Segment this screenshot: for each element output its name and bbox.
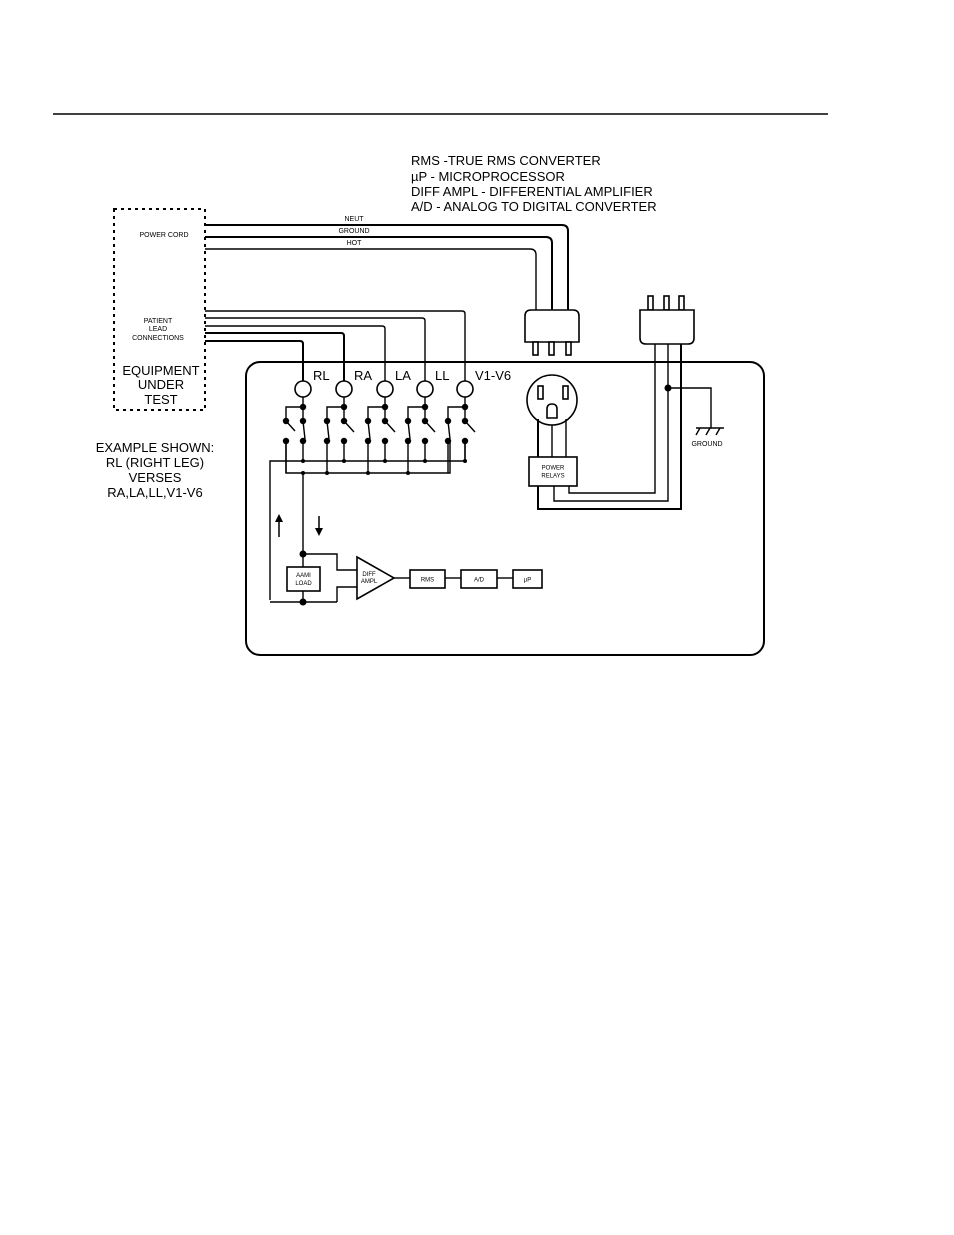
diff-ampl-label-2: AMPL bbox=[361, 579, 378, 585]
patient-lead-label-3: CONNECTIONS bbox=[132, 335, 184, 342]
ad-label: A/D bbox=[474, 578, 485, 584]
lead-wire-v1-v6 bbox=[205, 310, 466, 382]
arrow-up-icon bbox=[275, 514, 283, 522]
bus-upper bbox=[269, 441, 466, 600]
switch-pair-ra bbox=[323, 397, 355, 475]
bus-lower bbox=[285, 441, 451, 474]
jack-ra-icon bbox=[335, 380, 353, 398]
jack-label-la: LA bbox=[395, 368, 411, 383]
abbreviation-legend: RMS -TRUE RMS CONVERTER µP - MICROPROCES… bbox=[411, 153, 657, 214]
example-note-1: EXAMPLE SHOWN: bbox=[96, 440, 214, 455]
example-note-3: VERSES bbox=[129, 470, 182, 485]
rms-block bbox=[409, 569, 446, 589]
measurement-chain: AAMI LOAD DIFF AMPL RMS A/D µP bbox=[270, 550, 543, 606]
example-note-2: RL (RIGHT LEG) bbox=[106, 455, 204, 470]
hot-label: HOT bbox=[347, 240, 363, 247]
power-relays-label-1: POWER bbox=[542, 466, 565, 472]
patient-lead-label-2: LEAD bbox=[149, 326, 167, 333]
jack-ll-icon bbox=[416, 380, 434, 398]
diff-ampl-label-1: DIFF bbox=[362, 572, 376, 578]
up-label: µP bbox=[524, 578, 531, 584]
switch-pair-la bbox=[364, 397, 396, 475]
lead-wire-ra bbox=[205, 332, 345, 382]
power-cord-label: POWER CORD bbox=[140, 232, 189, 239]
current-arrows bbox=[275, 514, 323, 537]
neut-label: NEUT bbox=[344, 216, 364, 223]
aami-load-label-1: AAMI bbox=[296, 573, 311, 579]
aami-load-label-2: LOAD bbox=[295, 581, 312, 587]
microprocessor-block bbox=[512, 569, 543, 589]
eut-plug-icon bbox=[524, 309, 580, 356]
power-relays-label-2: RELAYS bbox=[541, 474, 564, 480]
arrow-down-icon bbox=[315, 528, 323, 536]
outlet-receptacle-icon bbox=[526, 374, 578, 426]
legend-line-diff-ampl: DIFF AMPL - DIFFERENTIAL AMPLIFIER bbox=[411, 184, 653, 199]
patient-lead-wires bbox=[205, 310, 466, 382]
lead-wire-la bbox=[205, 325, 386, 382]
ground-wire bbox=[205, 236, 553, 310]
ground-wire-label: GROUND bbox=[338, 228, 369, 235]
lead-jacks: RL RA LA LL V1-V6 bbox=[294, 368, 511, 398]
lead-wire-rl bbox=[205, 340, 304, 382]
switch-buses bbox=[269, 441, 466, 600]
analyzer-enclosure bbox=[245, 361, 765, 656]
eut-title-1: EQUIPMENT bbox=[122, 363, 199, 378]
jack-label-v1-v6: V1-V6 bbox=[475, 368, 511, 383]
legend-line-ad: A/D - ANALOG TO DIGITAL CONVERTER bbox=[411, 199, 657, 214]
jack-v1-v6-icon bbox=[456, 380, 474, 398]
eut-title-2: UNDER bbox=[138, 377, 184, 392]
legend-line-rms: RMS -TRUE RMS CONVERTER bbox=[411, 153, 601, 168]
aami-load-block bbox=[286, 566, 321, 592]
jack-rl-icon bbox=[294, 380, 312, 398]
rms-label: RMS bbox=[421, 578, 434, 584]
power-relays-block bbox=[528, 456, 578, 487]
jack-label-ll: LL bbox=[435, 368, 449, 383]
jack-la-icon bbox=[376, 380, 394, 398]
ad-block bbox=[460, 569, 498, 589]
mains-wiring: POWER RELAYS bbox=[528, 344, 712, 510]
switch-matrix bbox=[282, 397, 476, 475]
lead-wire-ll bbox=[205, 317, 426, 382]
neut-wire bbox=[205, 224, 569, 310]
patient-lead-label-1: PATIENT bbox=[144, 318, 173, 325]
power-cord-wires: NEUT GROUND HOT bbox=[205, 216, 569, 310]
eut-title-3: TEST bbox=[144, 392, 177, 407]
ground-label: GROUND bbox=[691, 441, 722, 448]
legend-line-up: µP - MICROPROCESSOR bbox=[411, 169, 565, 184]
ground-icon bbox=[695, 427, 724, 436]
equipment-under-test-box bbox=[113, 208, 206, 411]
jack-label-ra: RA bbox=[354, 368, 372, 383]
mains-plug-icon bbox=[639, 295, 695, 345]
switch-pair-ll bbox=[404, 397, 436, 475]
diff-amplifier-icon bbox=[356, 555, 396, 601]
example-note-4: RA,LA,LL,V1-V6 bbox=[107, 485, 202, 500]
jack-label-rl: RL bbox=[313, 368, 330, 383]
hot-wire bbox=[205, 248, 537, 310]
